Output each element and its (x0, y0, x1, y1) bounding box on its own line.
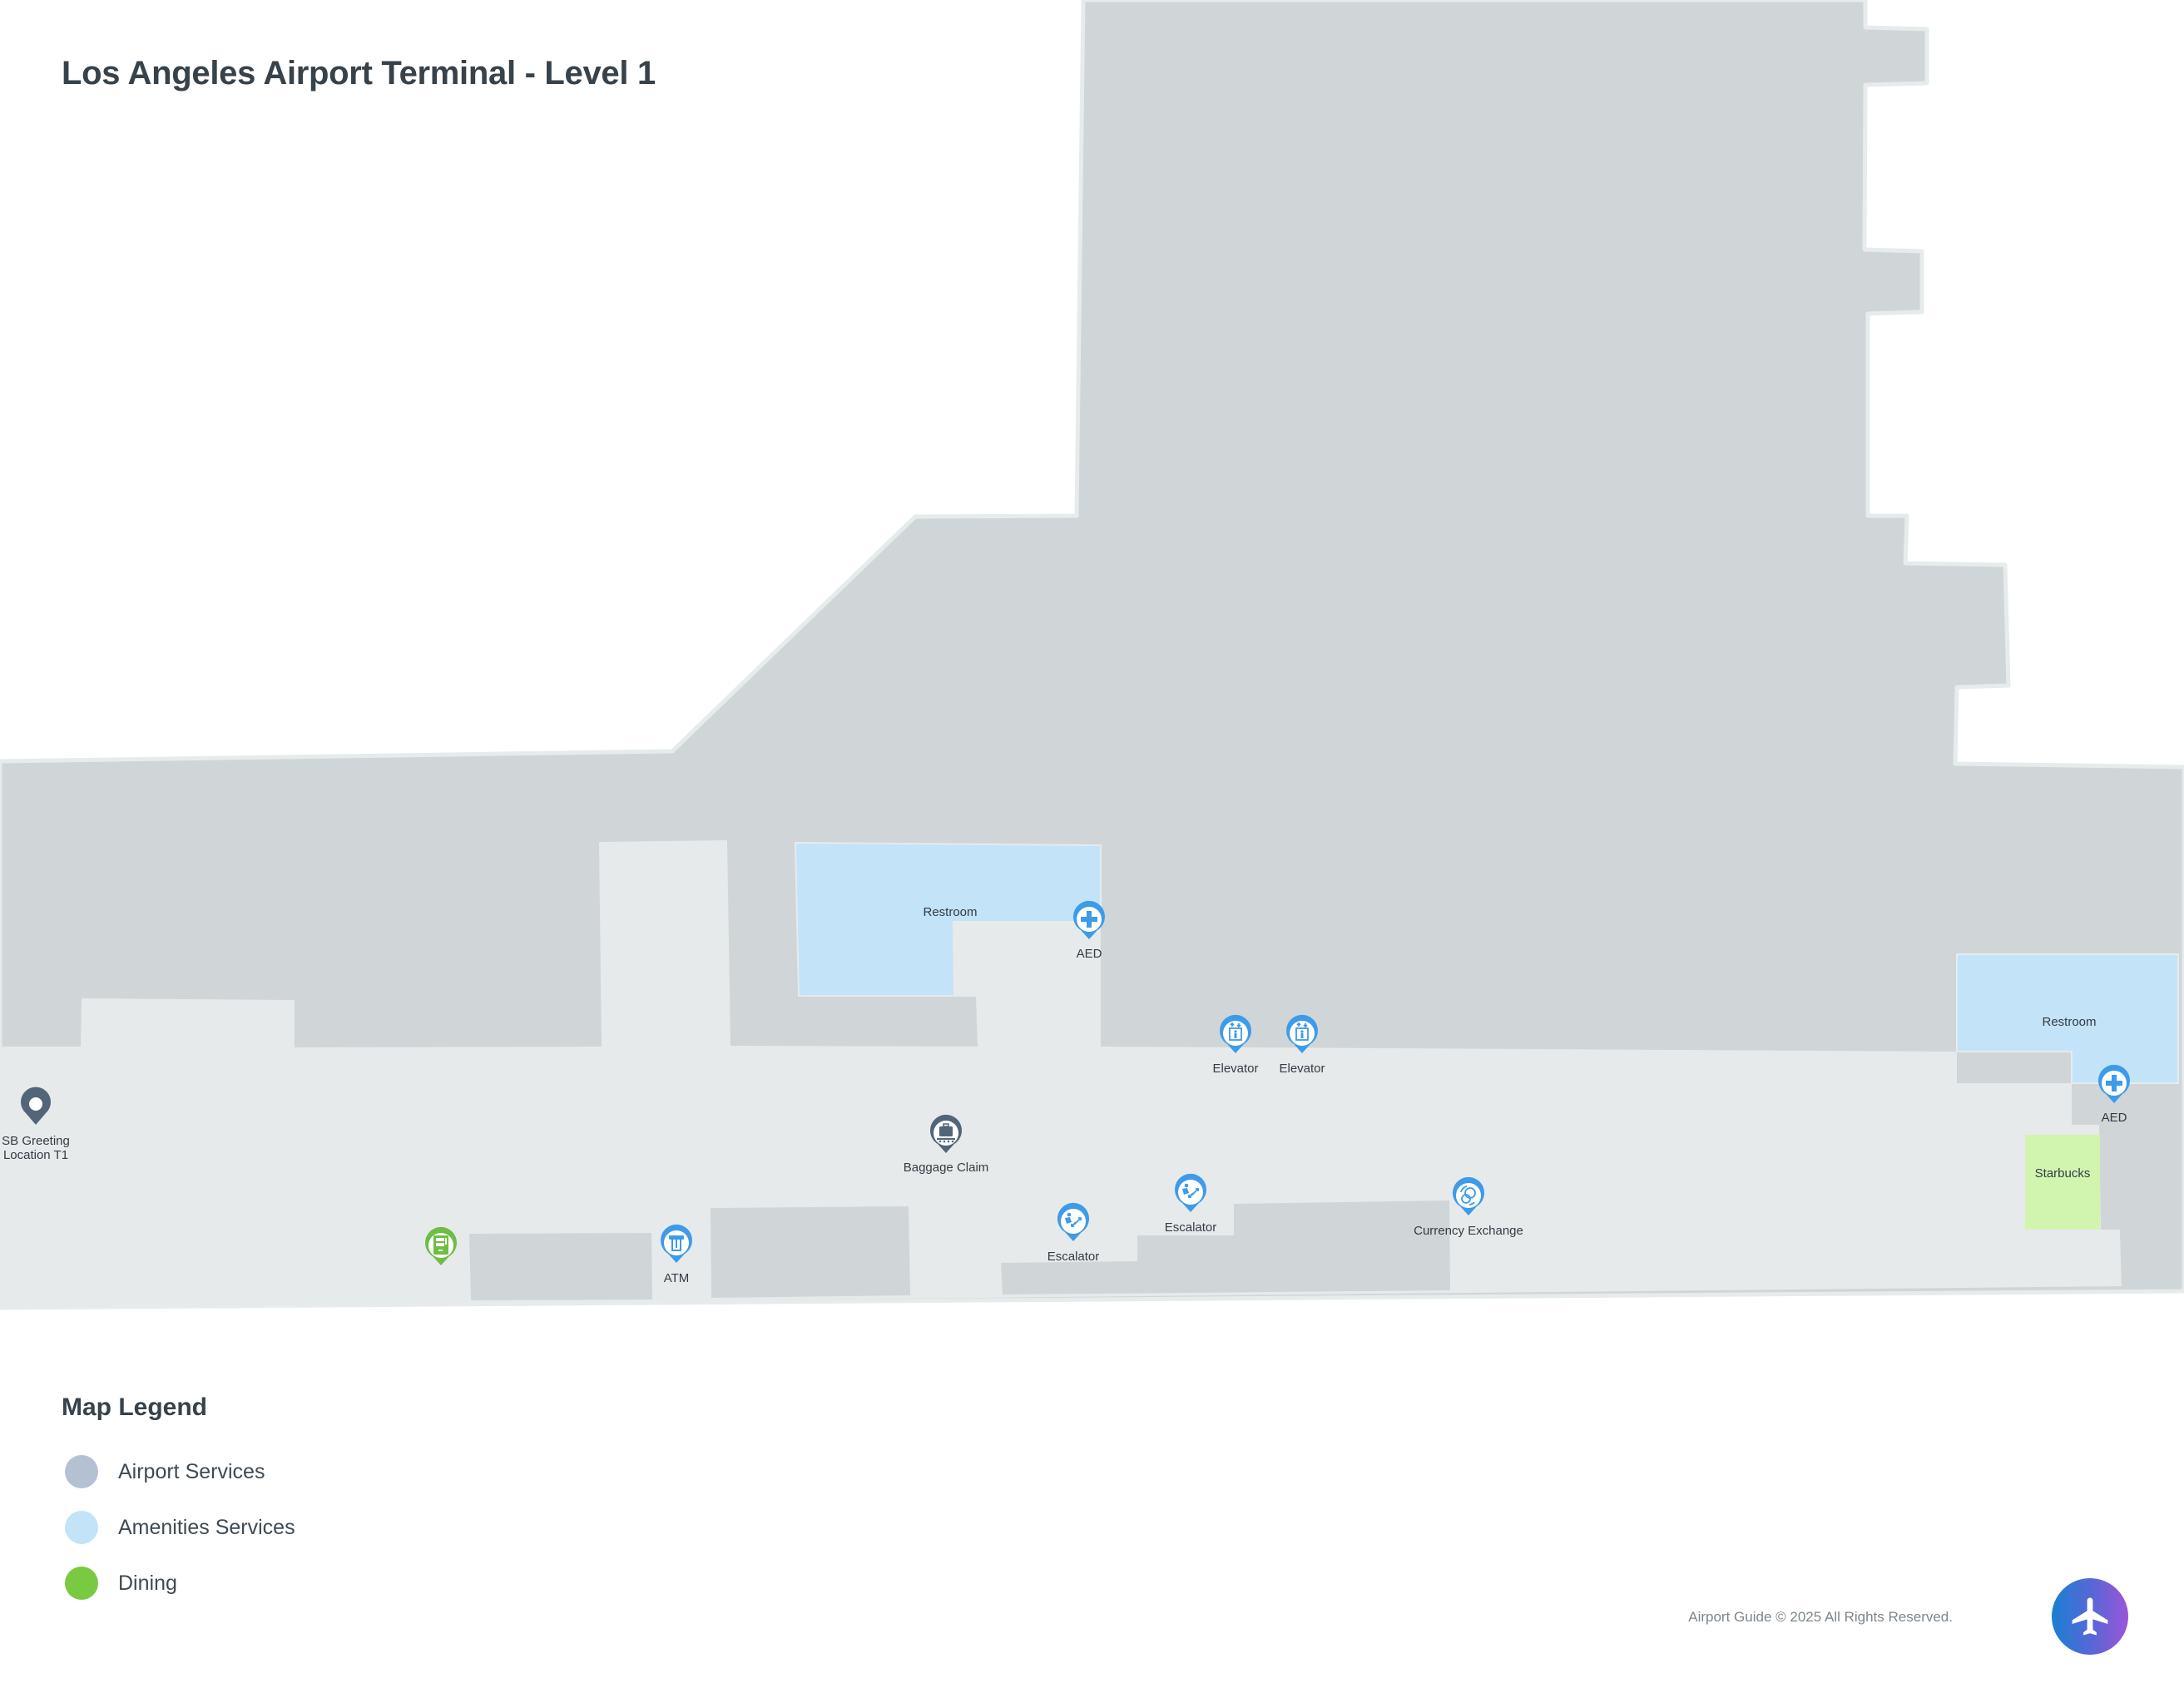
poi-label: Location T1 (3, 1148, 68, 1162)
elevator-icon (1229, 1022, 1242, 1041)
poi-aed[interactable] (2098, 1064, 2130, 1103)
poi-aed[interactable] (1073, 900, 1105, 939)
poi-label: AED (1077, 947, 1102, 961)
legend-swatch (65, 1511, 98, 1544)
escalator-icon (1182, 1183, 1199, 1198)
starbucks-area[interactable] (2025, 1135, 2100, 1230)
poi-label: SB Greeting (2, 1134, 70, 1148)
escalator-icon (1065, 1212, 1082, 1227)
poi-vending-machine[interactable] (425, 1226, 457, 1265)
service-block[interactable] (2101, 1125, 2181, 1286)
poi-label: Escalator (1165, 1220, 1217, 1235)
atm-icon (669, 1235, 684, 1251)
legend-label: Airport Services (118, 1459, 265, 1483)
currency-exchange-icon (1460, 1186, 1476, 1205)
poi-elevator[interactable] (1220, 1014, 1251, 1053)
legend-label: Amenities Services (118, 1515, 295, 1539)
legend-label: Dining (118, 1571, 177, 1595)
legend-title: Map Legend (62, 1393, 208, 1421)
legend-item-dining[interactable]: Dining (62, 1567, 295, 1600)
map-legend: Map Legend Airport Services Amenities Se… (62, 1393, 295, 1622)
poi-elevator[interactable] (1286, 1014, 1318, 1053)
copyright-text: Airport Guide © 2025 All Rights Reserved… (1688, 1609, 1953, 1625)
poi-label: Elevator (1212, 1062, 1258, 1076)
service-block[interactable] (711, 1206, 910, 1298)
poi-label: Escalator (1047, 1250, 1100, 1264)
terminal-map[interactable]: Restroom Restroom Starbucks SB Greeting … (0, 0, 2184, 1331)
poi-label: ATM (664, 1271, 690, 1285)
starbucks-label: Starbucks (2035, 1166, 2091, 1181)
legend-item-amenities-services[interactable]: Amenities Services (62, 1511, 295, 1544)
poi-atm[interactable] (661, 1224, 692, 1263)
service-block[interactable] (1001, 1200, 1450, 1294)
airport-guide-button[interactable] (2052, 1578, 2128, 1655)
building-footprint (0, 0, 2184, 1310)
poi-currency-exchange[interactable] (1453, 1176, 1484, 1215)
elevator-icon (1295, 1022, 1309, 1041)
restroom-label: Restroom (2042, 1015, 2096, 1029)
restroom-area[interactable] (794, 841, 1102, 997)
legend-item-airport-services[interactable]: Airport Services (62, 1455, 295, 1488)
poi-escalator[interactable] (1175, 1173, 1206, 1212)
poi-label: Currency Exchange (1414, 1224, 1523, 1238)
medical-cross-icon (2106, 1075, 2122, 1092)
main-corridor (0, 840, 2122, 1308)
vending-machine-icon (433, 1235, 448, 1255)
poi-baggage-claim[interactable] (930, 1114, 962, 1153)
medical-cross-icon (1081, 911, 1097, 928)
airplane-icon (2072, 1597, 2108, 1636)
legend-swatch (65, 1455, 98, 1488)
poi-label: Baggage Claim (904, 1161, 989, 1175)
baggage-icon (937, 1123, 955, 1143)
footer: Airport Guide © 2025 All Rights Reserved… (1685, 1577, 2184, 1657)
poi-label: AED (2102, 1111, 2127, 1125)
restroom-area[interactable] (1956, 953, 2179, 1084)
poi-label: Elevator (1279, 1062, 1325, 1076)
page-title: Los Angeles Airport Terminal - Level 1 (62, 55, 656, 92)
legend-swatch (65, 1567, 98, 1600)
restroom-label: Restroom (923, 905, 977, 919)
poi-escalator[interactable] (1057, 1202, 1089, 1241)
poi-sb-greeting[interactable] (20, 1087, 51, 1125)
service-block[interactable] (469, 1233, 652, 1300)
